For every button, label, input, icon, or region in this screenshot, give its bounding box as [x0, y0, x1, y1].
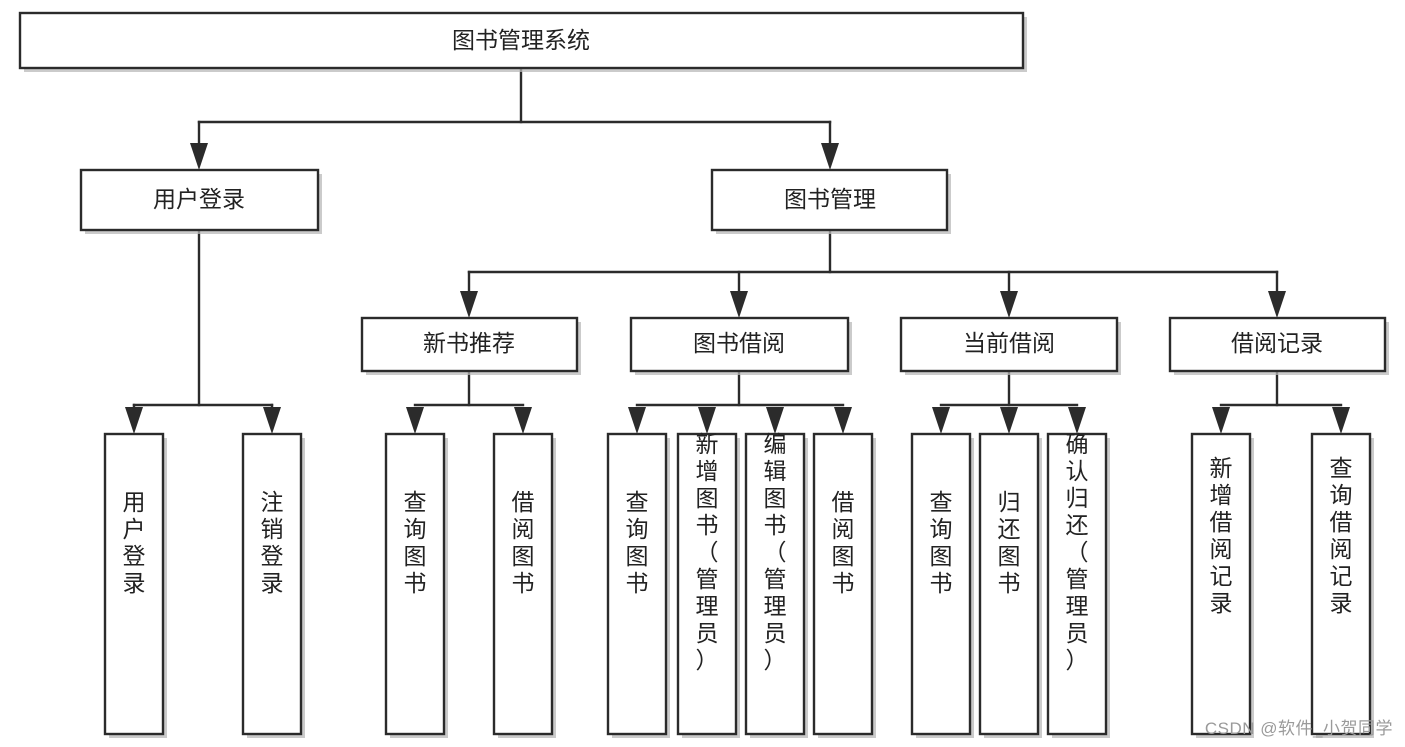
- node-root[interactable]: 图书管理系统: [18, 11, 1027, 72]
- leaf-box: [1310, 432, 1372, 736]
- leaf-box: [103, 432, 165, 736]
- node-borrow-record[interactable]: 借阅记录: [1168, 316, 1389, 375]
- arrowhead-new-book: [460, 291, 478, 318]
- arrowhead-leaf-current-borrow-1: [932, 407, 950, 434]
- leaf-box: [1046, 432, 1108, 736]
- arrowhead-leaf-current-borrow-3: [1068, 407, 1086, 434]
- node-new-book-recommend[interactable]: 新书推荐: [360, 316, 581, 375]
- user-login-box: [79, 168, 320, 232]
- leaf-box: [492, 432, 554, 736]
- leaf-box: [606, 432, 668, 736]
- leaf-box: [241, 432, 303, 736]
- book-manage-label: 图书管理: [784, 186, 876, 212]
- leaf-box: [384, 432, 446, 736]
- leaf-box: [910, 432, 972, 736]
- leaf-label: 查询借阅记录: [1330, 455, 1353, 616]
- arrowhead-leaf-new-book-2: [514, 407, 532, 434]
- arrowhead-current-borrow: [1000, 291, 1018, 318]
- leaf-label: 新增图书（管理员）: [696, 431, 719, 673]
- arrowhead-leaf-book-borrow-1: [628, 407, 646, 434]
- leaf-book-borrow-3[interactable]: 编辑图书（管理员）: [744, 431, 808, 738]
- leaf-box: [676, 432, 738, 736]
- leaf-box: [1190, 432, 1252, 736]
- new-book-box: [360, 316, 579, 373]
- current-borrow-box: [899, 316, 1119, 373]
- leaf-label: 借阅图书: [512, 489, 535, 596]
- user-login-label: 用户登录: [153, 186, 245, 212]
- current-borrow-label: 当前借阅: [963, 330, 1055, 356]
- arrowhead-leaf-book-borrow-3: [766, 407, 784, 434]
- arrowhead-leaf-borrow-record-1: [1212, 407, 1230, 434]
- leaf-box: [744, 432, 806, 736]
- borrow-record-label: 借阅记录: [1231, 330, 1323, 356]
- leaf-label: 查询图书: [626, 489, 649, 596]
- root-label: 图书管理系统: [452, 27, 590, 53]
- leaf-label: 查询图书: [404, 489, 427, 596]
- leaf-new-book-1[interactable]: 查询图书: [384, 432, 448, 738]
- leaf-label: 新增借阅记录: [1210, 455, 1233, 616]
- leaf-label: 确认归还（管理员）: [1066, 431, 1089, 673]
- node-book-manage[interactable]: 图书管理: [710, 168, 951, 234]
- arrowhead-leaf-current-borrow-2: [1000, 407, 1018, 434]
- leaf-label: 注销登录: [261, 489, 284, 596]
- leaf-label: 查询图书: [930, 489, 953, 596]
- leaf-current-borrow-3[interactable]: 确认归还（管理员）: [1046, 431, 1110, 738]
- node-book-borrow[interactable]: 图书借阅: [629, 316, 852, 375]
- leaf-new-book-2[interactable]: 借阅图书: [492, 432, 556, 738]
- book-borrow-box: [629, 316, 850, 373]
- connector-layer: [125, 66, 1350, 434]
- borrow-record-box: [1168, 316, 1387, 373]
- leaf-borrow-record-2[interactable]: 查询借阅记录: [1310, 432, 1374, 738]
- arrowhead-user-login: [190, 143, 208, 170]
- leaf-box: [978, 432, 1040, 736]
- arrowhead-leaf-book-borrow-2: [698, 407, 716, 434]
- arrowhead-leaf-new-book-1: [406, 407, 424, 434]
- leaf-book-borrow-1[interactable]: 查询图书: [606, 432, 670, 738]
- arrowhead-book-borrow: [730, 291, 748, 318]
- node-user-login[interactable]: 用户登录: [79, 168, 322, 234]
- leaf-label: 借阅图书: [832, 489, 855, 596]
- arrowhead-book-manage: [821, 143, 839, 170]
- leaf-borrow-record-1[interactable]: 新增借阅记录: [1190, 432, 1254, 738]
- leaf-book-borrow-2[interactable]: 新增图书（管理员）: [676, 431, 740, 738]
- arrowhead-leaf-book-borrow-4: [834, 407, 852, 434]
- leaf-user-login-2[interactable]: 注销登录: [241, 432, 305, 738]
- node-current-borrow[interactable]: 当前借阅: [899, 316, 1121, 375]
- new-book-label: 新书推荐: [423, 330, 515, 356]
- book-manage-box: [710, 168, 949, 232]
- leaf-label: 编辑图书（管理员）: [764, 431, 787, 673]
- leaf-label: 归还图书: [998, 489, 1021, 596]
- arrowhead-leaf-borrow-record-2: [1332, 407, 1350, 434]
- arrowhead-leaf-user-login-2: [263, 407, 281, 434]
- book-borrow-label: 图书借阅: [693, 330, 785, 356]
- root-box: [18, 11, 1025, 70]
- leaf-box: [812, 432, 874, 736]
- arrowhead-borrow-record: [1268, 291, 1286, 318]
- leaf-label: 用户登录: [123, 489, 146, 596]
- leaf-current-borrow-1[interactable]: 查询图书: [910, 432, 974, 738]
- arrowhead-leaf-user-login-1: [125, 407, 143, 434]
- leaf-book-borrow-4[interactable]: 借阅图书: [812, 432, 876, 738]
- leaf-user-login-1[interactable]: 用户登录: [103, 432, 167, 738]
- leaf-current-borrow-2[interactable]: 归还图书: [978, 432, 1042, 738]
